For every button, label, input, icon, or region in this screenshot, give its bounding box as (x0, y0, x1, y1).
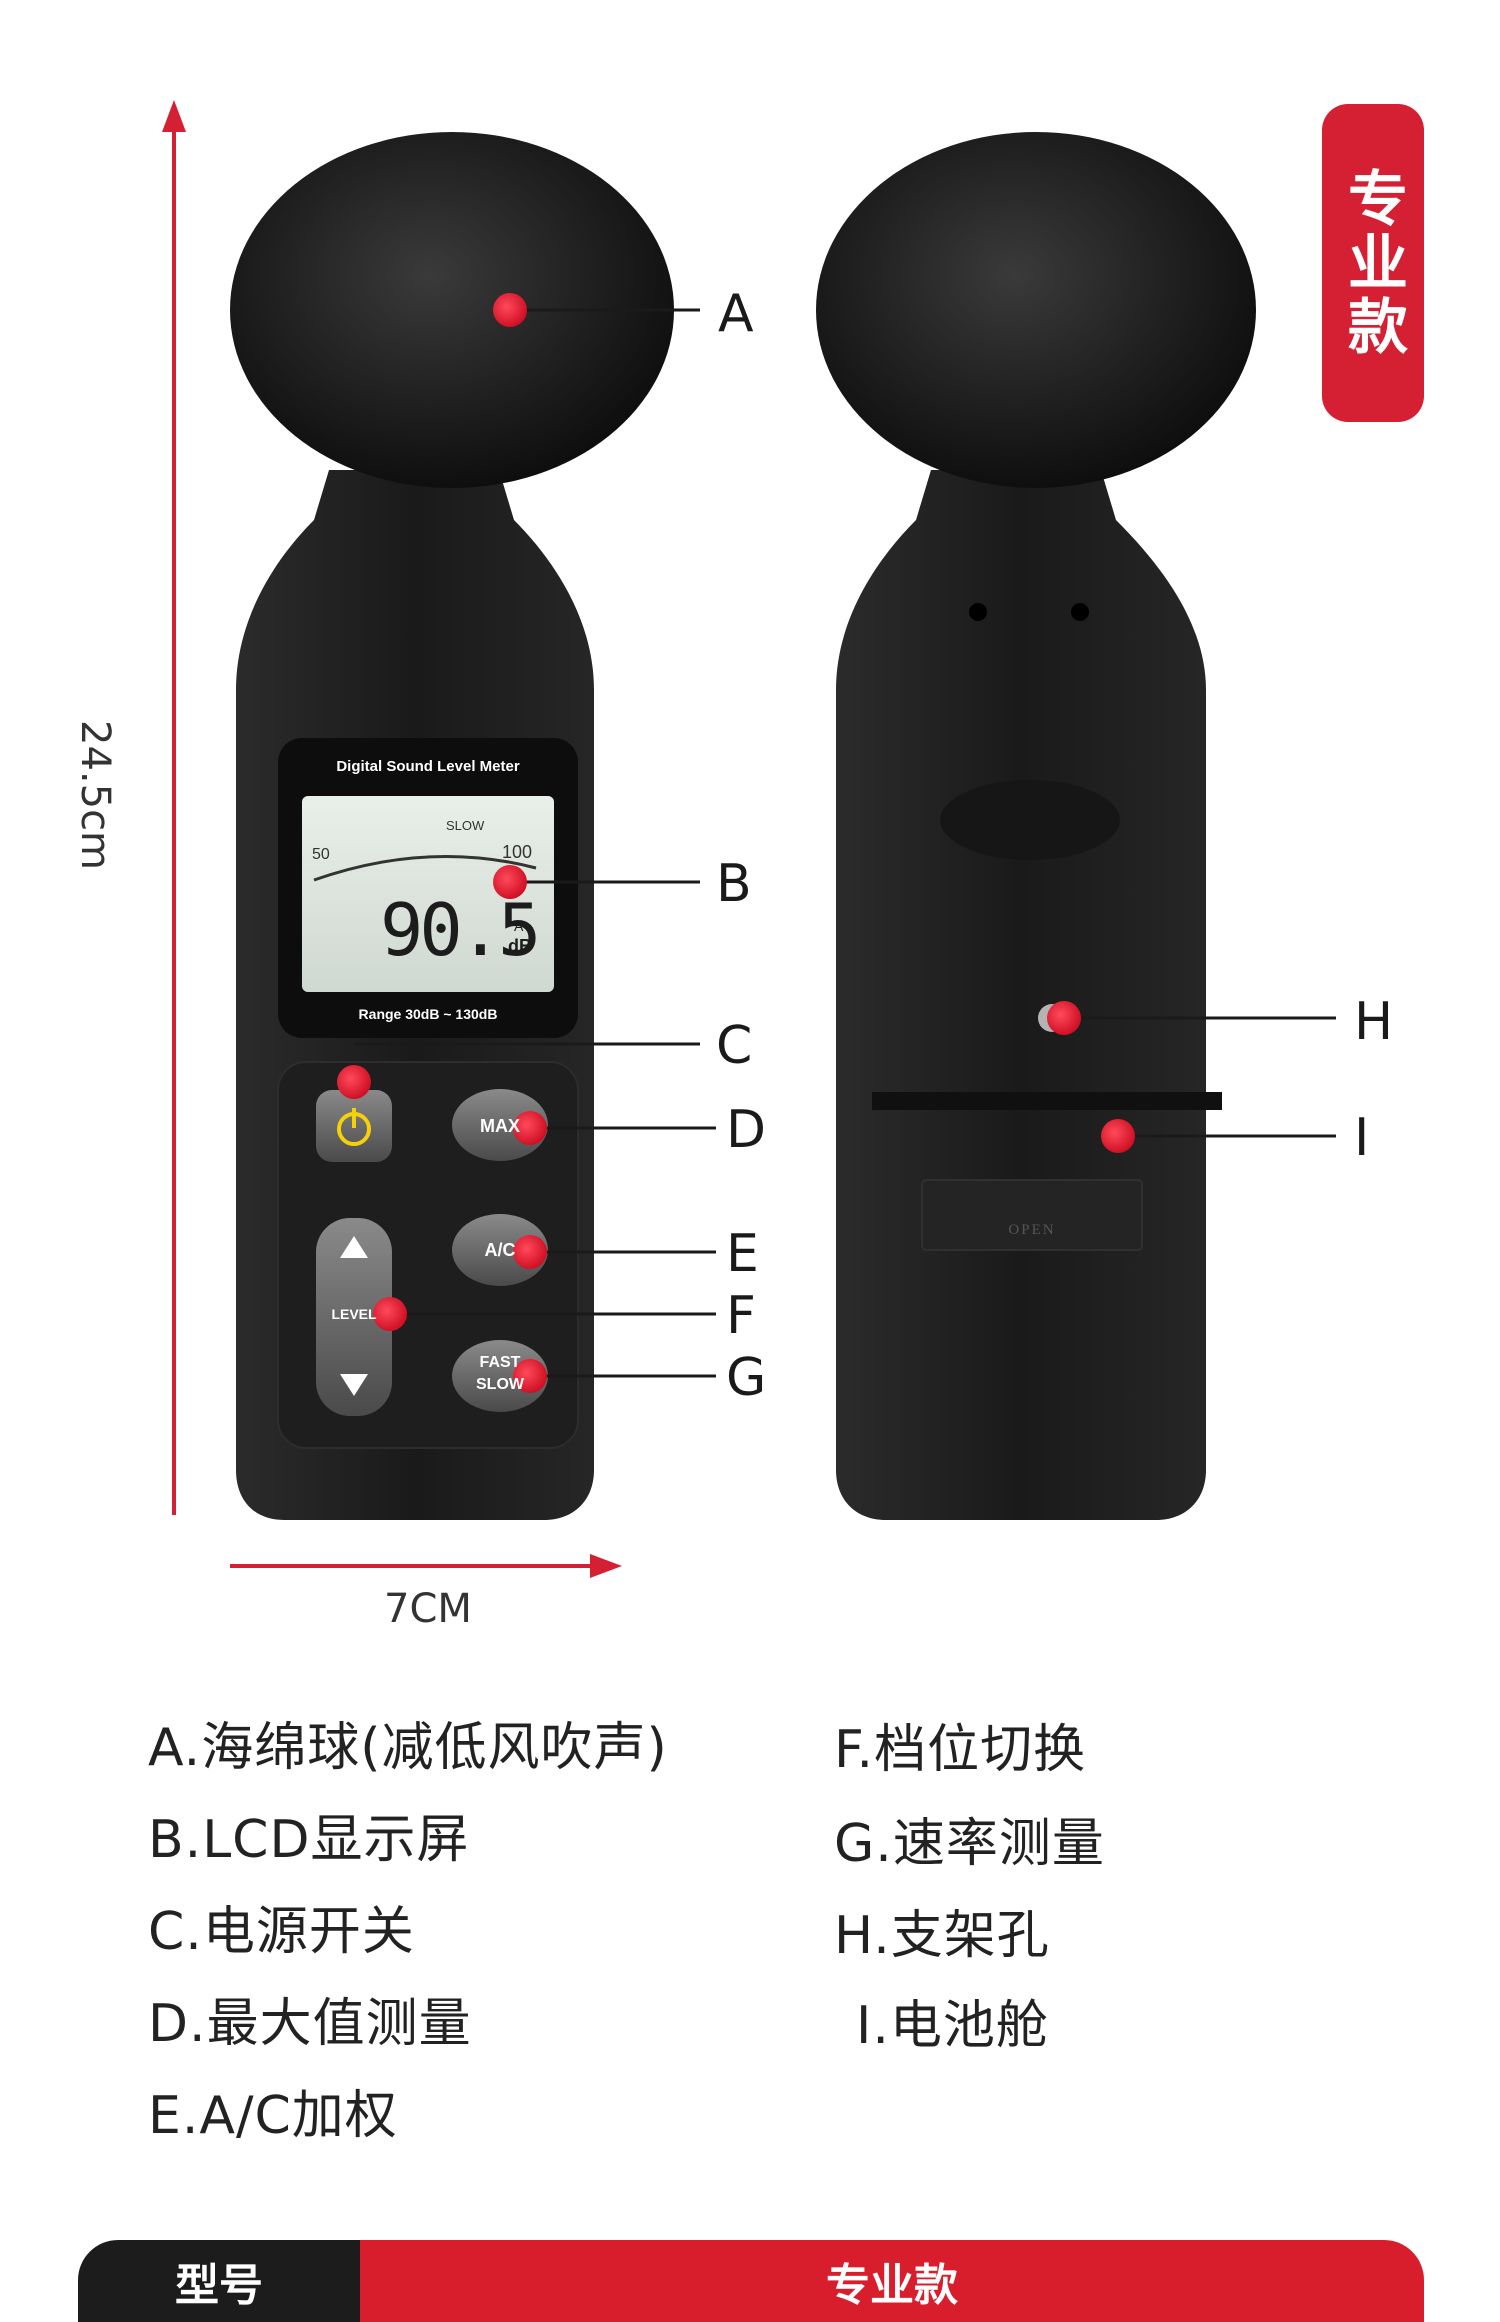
callout-b: B (716, 854, 752, 914)
lcd-reading: 90.5 (380, 888, 541, 972)
max-button-label: MAX (480, 1116, 520, 1136)
front-device (230, 132, 674, 1520)
battery-cover-label: OPEN (1008, 1222, 1056, 1238)
device-illustration (162, 100, 1336, 1578)
height-dimension-arrow (162, 100, 186, 1515)
lcd-title: Digital Sound Level Meter (336, 758, 520, 775)
ac-button[interactable] (452, 1214, 548, 1286)
callout-a: A (718, 284, 754, 344)
battery-cover[interactable] (921, 1179, 1143, 1251)
callout-i: I (1354, 1108, 1370, 1168)
lcd-weighting: A (514, 918, 524, 934)
lcd-scale-min: 50 (312, 846, 330, 863)
slow-label: SLOW (476, 1376, 524, 1393)
lcd-unit: dB (508, 936, 532, 956)
legend-item-b: B.LCD显示屏 (148, 1810, 470, 1870)
badge-text: 专业款 (1337, 167, 1408, 359)
model-badge: 专业款 (1322, 104, 1424, 422)
model-value-cell: 专业款 (360, 2240, 1424, 2322)
ac-button-label: A/C (484, 1240, 516, 1260)
model-value: 专业款 (826, 2260, 958, 2311)
back-device (816, 132, 1256, 1520)
legend-item-c: C.电源开关 (148, 1902, 415, 1962)
legend-item-d: D.最大值测量 (148, 1994, 472, 2054)
callout-lines (354, 308, 1336, 1378)
arrow-up-icon (340, 1236, 368, 1258)
foam-ball (230, 132, 674, 488)
model-label-cell: 型号 (78, 2240, 360, 2322)
callout-d: D (726, 1100, 767, 1160)
arrow-down-icon (340, 1374, 368, 1396)
level-button-label: LEVEL (331, 1306, 377, 1322)
level-rocker[interactable] (316, 1218, 392, 1416)
callout-dots (337, 293, 1135, 1393)
model-label: 型号 (175, 2260, 263, 2311)
width-dimension-label: 7CM (384, 1586, 472, 1632)
foam-ball-back (816, 132, 1256, 488)
callout-f: F (726, 1286, 756, 1346)
lcd-mode: SLOW (446, 818, 485, 833)
callout-e: E (726, 1224, 759, 1284)
callout-g: G (726, 1348, 767, 1408)
height-dimension-label: 24.5cm (72, 720, 118, 871)
legend-item-e: E.A/C加权 (148, 2086, 398, 2146)
legend-item-i: I.电池舱 (856, 1996, 1049, 2056)
width-dimension-arrow (230, 1554, 622, 1578)
fast-label: FAST (479, 1354, 521, 1371)
spec-table-header: 型号 专业款 (78, 2240, 1424, 2322)
legend-item-a: A.海绵球(减低风吹声) (148, 1718, 668, 1778)
lcd-screen (302, 796, 554, 992)
callout-h: H (1354, 992, 1394, 1052)
legend-item-g: G.速率测量 (834, 1814, 1105, 1874)
callout-c: C (716, 1016, 753, 1076)
legend-item-h: H.支架孔 (834, 1906, 1050, 1966)
lcd-scale-max: 100 (502, 842, 533, 862)
lcd-range: Range 30dB ~ 130dB (358, 1006, 498, 1022)
fast-slow-button[interactable] (452, 1340, 548, 1412)
legend-item-f: F.档位切换 (834, 1720, 1087, 1780)
